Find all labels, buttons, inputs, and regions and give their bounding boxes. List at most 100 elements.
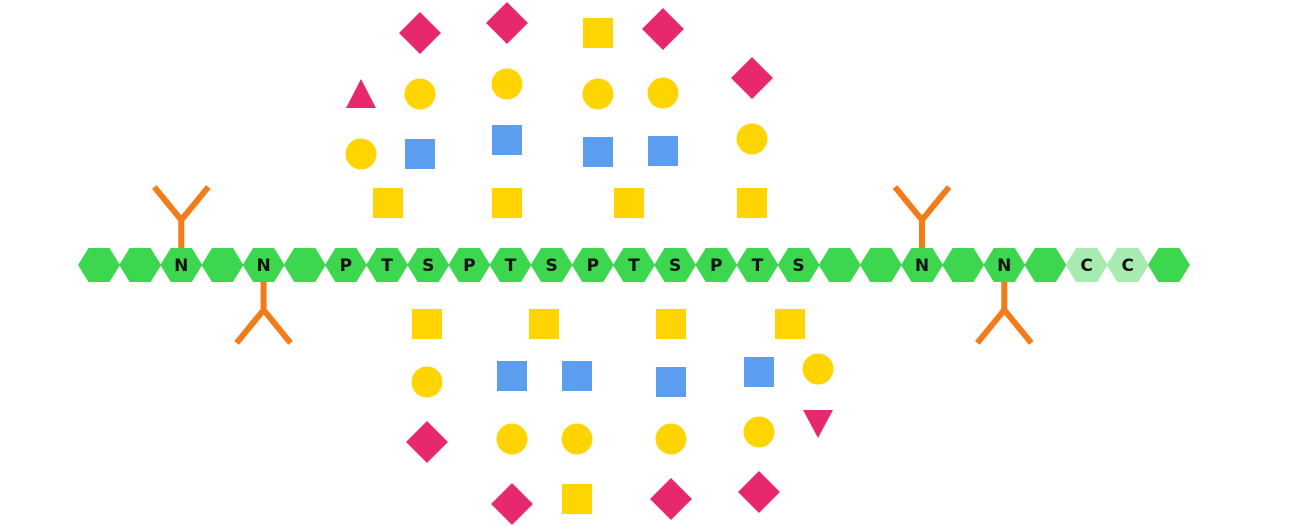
galactose-circle bbox=[345, 138, 377, 170]
o-glycan bbox=[614, 8, 684, 218]
residue: T bbox=[736, 248, 779, 282]
sialic_acid-diamond bbox=[642, 8, 684, 50]
residue: N bbox=[901, 248, 943, 282]
residue: N bbox=[983, 248, 1026, 282]
residue-label: P bbox=[587, 256, 599, 276]
galactose-square bbox=[614, 188, 644, 218]
fucose-triangle-down bbox=[803, 410, 833, 438]
o-glycan bbox=[650, 309, 692, 520]
residue: P bbox=[695, 248, 738, 282]
residue-label: P bbox=[340, 256, 352, 276]
residue-label: S bbox=[422, 256, 434, 276]
o-glycan bbox=[802, 353, 834, 438]
residue-hexagon bbox=[283, 248, 326, 282]
residue-label: N bbox=[174, 256, 188, 276]
sialic_acid-diamond bbox=[738, 471, 780, 513]
galactose-square bbox=[492, 188, 522, 218]
residue: N bbox=[242, 248, 285, 282]
residue-label: N bbox=[915, 256, 929, 276]
fucose-triangle bbox=[346, 79, 376, 108]
sialic_acid-diamond bbox=[406, 421, 448, 463]
residue-label: N bbox=[997, 256, 1011, 276]
galactose-square bbox=[562, 484, 592, 514]
residue: T bbox=[489, 248, 532, 282]
residue-hexagon bbox=[612, 248, 655, 282]
residue: T bbox=[612, 248, 655, 282]
residue-label: T bbox=[628, 256, 640, 276]
o-glycan-layer bbox=[345, 2, 834, 525]
galactose-circle bbox=[496, 423, 528, 455]
galactose-square bbox=[775, 309, 805, 339]
residue: S bbox=[530, 248, 573, 282]
residue-hexagon bbox=[983, 248, 1026, 282]
galactose-square bbox=[412, 309, 442, 339]
galactose-circle bbox=[736, 123, 768, 155]
residue bbox=[1024, 248, 1067, 282]
residue-hexagon bbox=[1106, 248, 1149, 282]
residue-hexagon bbox=[818, 248, 861, 282]
residue bbox=[283, 248, 326, 282]
o-glycan bbox=[561, 361, 593, 514]
galactose-circle bbox=[582, 78, 614, 110]
galactose-square bbox=[373, 188, 403, 218]
residue-hexagon bbox=[366, 248, 409, 282]
glcnac-square bbox=[744, 357, 774, 387]
glcnac-square bbox=[492, 125, 522, 155]
sialic_acid-diamond bbox=[486, 2, 528, 44]
residue: N bbox=[160, 248, 203, 282]
n-glycan-fork bbox=[974, 275, 1034, 345]
sialic_acid-diamond bbox=[650, 478, 692, 520]
glcnac-square bbox=[562, 361, 592, 391]
residue-hexagon bbox=[942, 248, 985, 282]
residue-hexagon bbox=[489, 248, 532, 282]
residue bbox=[942, 248, 985, 282]
residue: P bbox=[324, 248, 367, 282]
residue bbox=[78, 248, 120, 282]
residue: S bbox=[654, 248, 697, 282]
residue-label: T bbox=[381, 256, 393, 276]
galactose-square bbox=[529, 309, 559, 339]
residue-label: C bbox=[1080, 256, 1092, 276]
galactose-square bbox=[737, 188, 767, 218]
galactose-circle bbox=[647, 77, 679, 109]
residue-hexagon bbox=[1024, 248, 1067, 282]
residue-hexagon bbox=[654, 248, 697, 282]
glcnac-square bbox=[583, 137, 613, 167]
residue-hexagon bbox=[78, 248, 120, 282]
galactose-circle bbox=[491, 68, 523, 100]
o-glycan bbox=[731, 57, 773, 218]
sialic_acid-diamond bbox=[491, 483, 533, 525]
residue-hexagon bbox=[736, 248, 779, 282]
residue-hexagon bbox=[119, 248, 162, 282]
residue-label: T bbox=[505, 256, 517, 276]
n-glycan-fork bbox=[151, 185, 211, 255]
residue-hexagon bbox=[571, 248, 614, 282]
residue-label: S bbox=[546, 256, 558, 276]
sialic_acid-diamond bbox=[399, 12, 441, 54]
residue-hexagon bbox=[695, 248, 738, 282]
residue-label: S bbox=[669, 256, 681, 276]
n-glycan-layer bbox=[151, 185, 1034, 345]
glcnac-square bbox=[497, 361, 527, 391]
residue-hexagon bbox=[530, 248, 573, 282]
residue: C bbox=[1065, 248, 1108, 282]
residue-hexagon bbox=[324, 248, 367, 282]
residue-hexagon bbox=[242, 248, 285, 282]
o-glycan bbox=[738, 309, 805, 513]
residue bbox=[818, 248, 861, 282]
n-glycan-fork bbox=[892, 185, 952, 255]
o-glycan bbox=[345, 79, 403, 218]
residue-hexagon bbox=[777, 248, 820, 282]
residue-label: T bbox=[752, 256, 764, 276]
glcnac-square bbox=[656, 367, 686, 397]
residue: S bbox=[777, 248, 820, 282]
sialic_acid-diamond bbox=[731, 57, 773, 99]
residue-hexagon bbox=[407, 248, 450, 282]
residue bbox=[859, 248, 902, 282]
residue-label: S bbox=[792, 256, 804, 276]
o-glycan bbox=[491, 309, 559, 525]
galactose-circle bbox=[743, 416, 775, 448]
o-glycan bbox=[399, 12, 441, 169]
residue-label: P bbox=[710, 256, 722, 276]
